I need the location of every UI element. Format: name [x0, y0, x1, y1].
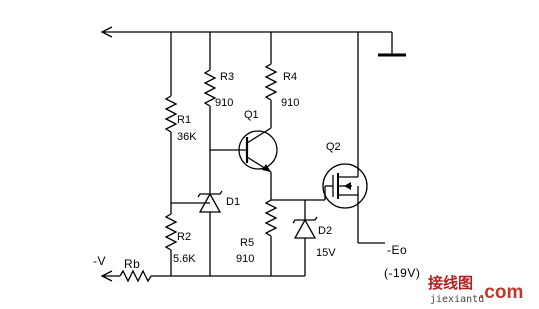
d1-label: D1: [226, 196, 240, 208]
d2-value: 15V: [316, 247, 336, 259]
resistor-rb: [119, 269, 152, 283]
d2-label: D2: [318, 225, 332, 237]
r5-label: R5: [240, 237, 254, 249]
watermark-chinese: 接线图: [428, 274, 473, 292]
arrow-left-icon: [100, 26, 113, 38]
watermark: 接线图 .com jiexiantu: [428, 274, 523, 305]
left-branch: [164, 32, 178, 276]
resistor-r2: [164, 213, 178, 251]
r3-value: 910: [215, 97, 233, 109]
d2-branch: [292, 200, 318, 276]
r1-label: R1: [177, 114, 191, 126]
r4-value: 910: [281, 97, 299, 109]
bottom-rail: [100, 269, 305, 283]
transistor-q1: [238, 130, 278, 170]
resistor-r4: [264, 63, 278, 101]
top-rail: [100, 26, 406, 57]
watermark-com: .com: [479, 282, 523, 303]
r3-d1-branch: [171, 32, 247, 276]
r2-label: R2: [177, 231, 191, 243]
r3-label: R3: [220, 71, 234, 83]
output-label: -Eo: [387, 243, 407, 257]
arrow-left-icon: [100, 270, 113, 282]
q1-branch: [238, 32, 305, 276]
watermark-url: jiexiantu: [430, 294, 484, 305]
q1-label: Q1: [244, 109, 259, 121]
input-label: -V: [93, 254, 106, 268]
r5-value: 910: [236, 253, 254, 265]
resistor-r1: [164, 95, 178, 133]
resistor-r5: [264, 199, 278, 237]
resistor-r3: [203, 69, 217, 107]
rb-label: Rb: [124, 257, 140, 271]
output-value: (-19V): [384, 266, 420, 280]
r1-value: 36K: [177, 131, 197, 143]
r2-value: 5.6K: [173, 253, 196, 265]
mosfet-q2: [305, 32, 385, 244]
zener-diode-d2: [293, 218, 317, 239]
r4-label: R4: [283, 71, 297, 83]
q2-label: Q2: [326, 141, 341, 153]
